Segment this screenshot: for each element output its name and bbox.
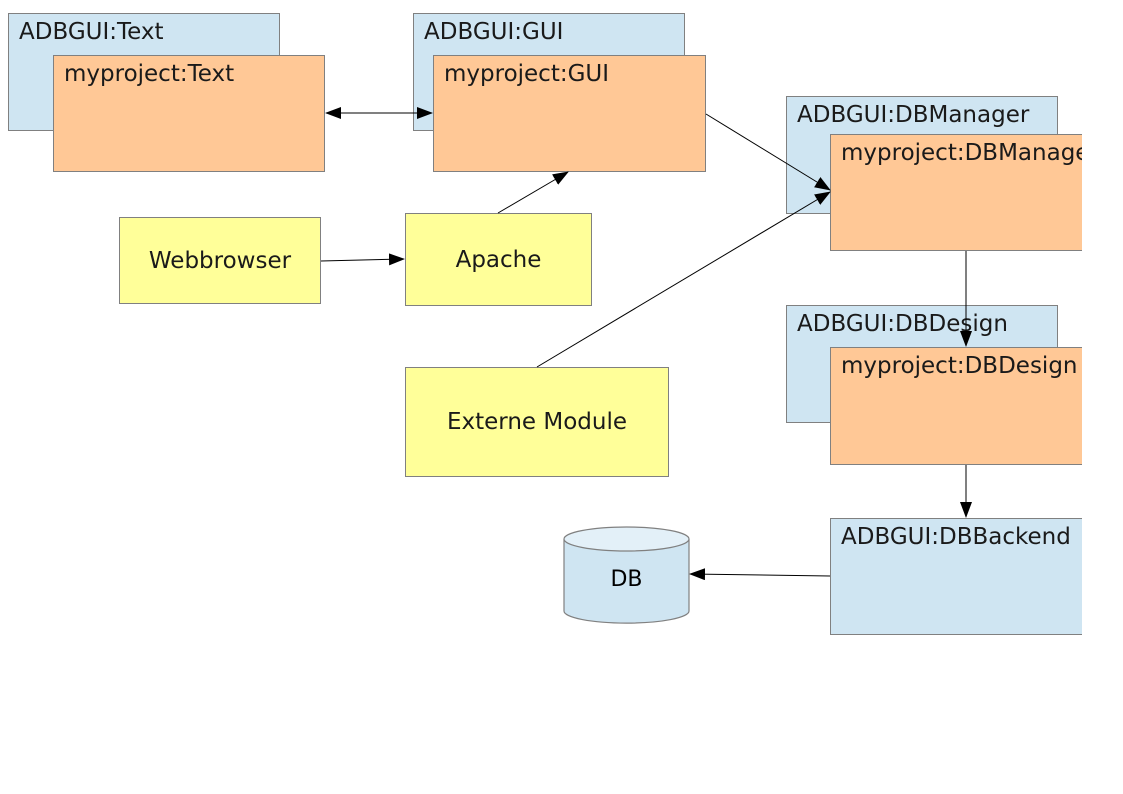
arrow-apache-gui: [497, 171, 569, 214]
arrow-externe-dbmanager: [536, 191, 831, 368]
connections-layer: [320, 107, 972, 624]
db-label: DB: [610, 567, 643, 592]
myproject-dbmanager-label: myproject:DBManager: [841, 140, 1082, 166]
externe-module-box: Externe Module: [405, 367, 669, 477]
db-cylinder: [563, 526, 690, 624]
adbgui-dbdesign-label: ADBGUI:DBDesign: [797, 311, 1008, 337]
webbrowser-box: Webbrowser: [119, 217, 321, 304]
externe-module-label: Externe Module: [446, 409, 628, 435]
adbgui-dbbackend-box: ADBGUI:DBBackend: [830, 518, 1082, 635]
arrow-dbbackend-db: [689, 568, 831, 581]
adbgui-text-label: ADBGUI:Text: [19, 19, 164, 45]
diagram-clip-area: ADBGUI:Text myproject:Text ADBGUI:GUI my…: [8, 13, 1082, 635]
myproject-gui-label: myproject:GUI: [444, 61, 610, 87]
myproject-dbmanager-box: myproject:DBManager: [830, 134, 1082, 251]
adbgui-gui-label: ADBGUI:GUI: [424, 19, 564, 45]
myproject-text-label: myproject:Text: [64, 61, 235, 87]
adbgui-dbmanager-label: ADBGUI:DBManager: [797, 102, 1030, 128]
myproject-gui-box: myproject:GUI: [433, 55, 706, 172]
apache-box: Apache: [405, 213, 592, 306]
myproject-dbdesign-box: myproject:DBDesign: [830, 347, 1082, 465]
myproject-text-box: myproject:Text: [53, 55, 325, 172]
myproject-dbdesign-label: myproject:DBDesign: [841, 353, 1078, 379]
webbrowser-label: Webbrowser: [148, 247, 292, 274]
arrow-webbrowser-apache: [320, 253, 405, 266]
apache-label: Apache: [455, 246, 542, 273]
arrow-gui-dbmanager: [705, 113, 831, 191]
adbgui-dbbackend-label: ADBGUI:DBBackend: [841, 524, 1071, 550]
